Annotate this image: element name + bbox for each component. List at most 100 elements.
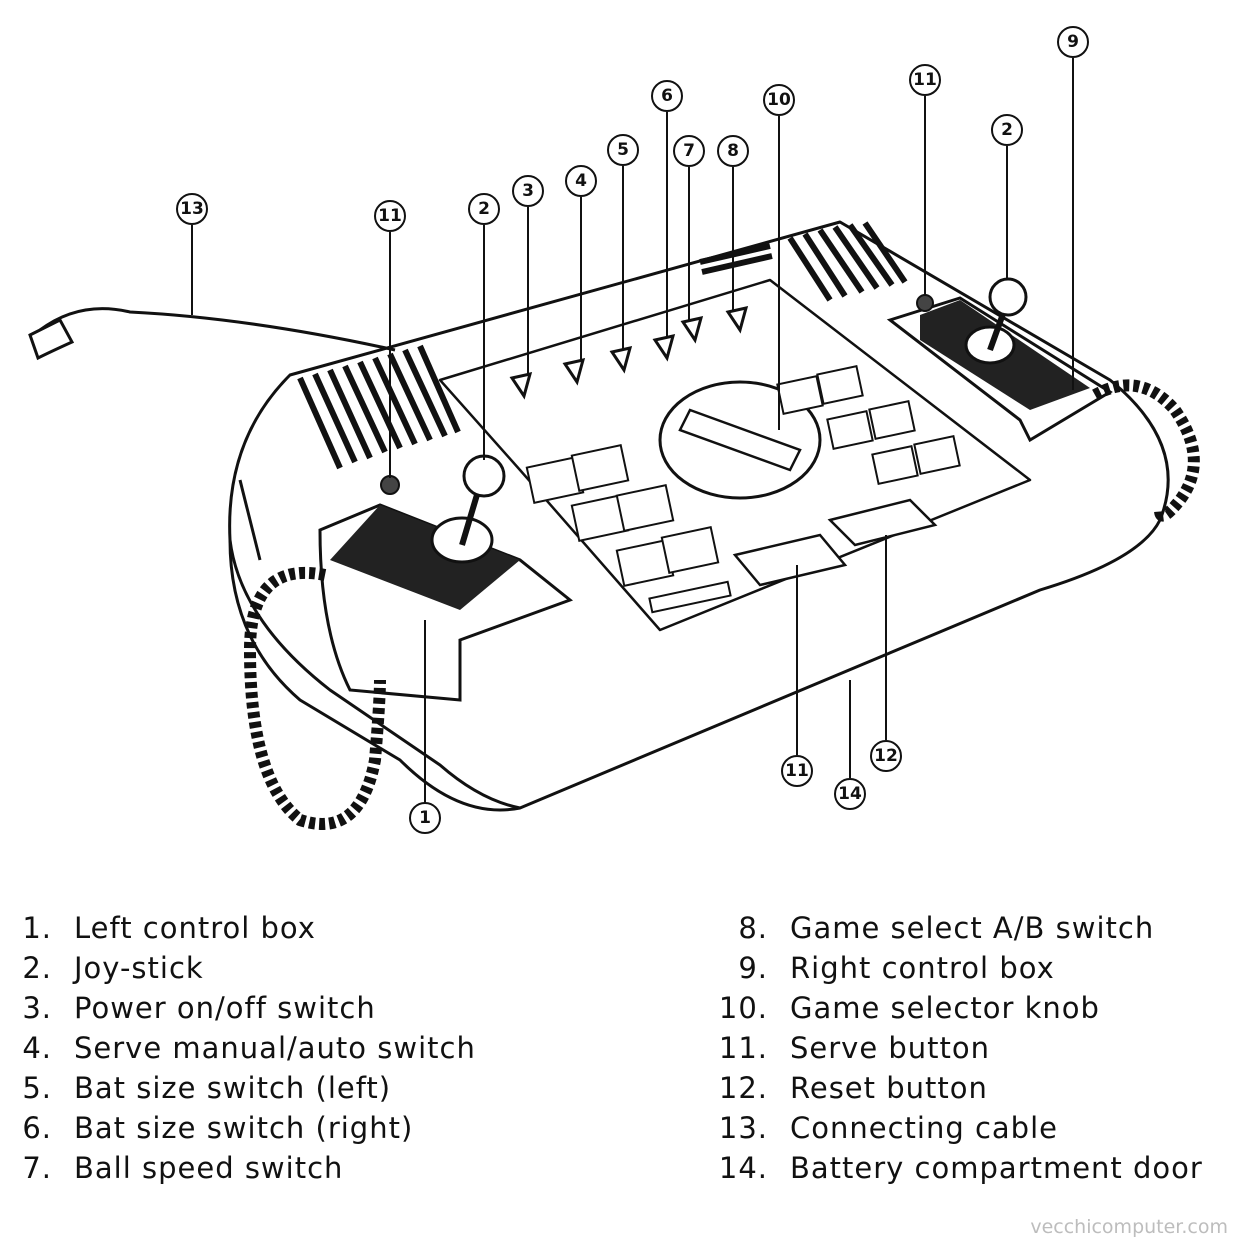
callout-13: 13 <box>176 193 208 225</box>
legend-number: 13. <box>718 1111 768 1145</box>
svg-text:1: 1 <box>419 808 431 828</box>
svg-text:11: 11 <box>913 70 937 90</box>
left-joystick-knob[interactable] <box>462 454 506 498</box>
callout-1: 1 <box>409 802 441 834</box>
left-coiled-cord <box>243 566 386 830</box>
svg-text:2: 2 <box>1001 120 1013 140</box>
game-ab-switch[interactable] <box>725 305 749 334</box>
legend-item: 7. Ball speed switch <box>20 1148 476 1188</box>
svg-text:2: 2 <box>478 199 490 219</box>
bat-size-right-switch[interactable] <box>652 333 676 362</box>
callout-11-left: 11 <box>374 200 406 232</box>
legend-item: 14. Battery compartment door <box>712 1148 1203 1188</box>
callout-2-left: 2 <box>468 193 500 225</box>
legend-item: 8. Game select A/B switch <box>712 908 1203 948</box>
callout-14: 14 <box>834 778 866 810</box>
svg-text:11: 11 <box>378 206 402 226</box>
legend-label: Reset button <box>790 1071 988 1105</box>
ball-speed-switch[interactable] <box>680 315 704 344</box>
bat-size-left-switch[interactable] <box>609 345 633 374</box>
svg-text:6: 6 <box>661 86 673 106</box>
callout-12: 12 <box>870 740 902 772</box>
callout-11-right: 11 <box>909 64 941 96</box>
legend-number: 12. <box>718 1071 768 1105</box>
game-cards <box>525 364 961 614</box>
legend-label: Battery compartment door <box>790 1151 1203 1185</box>
legend-number: 14. <box>718 1151 768 1185</box>
switch-row <box>509 305 749 400</box>
legend-item: 3. Power on/off switch <box>20 988 476 1028</box>
leader-lines <box>191 58 1074 803</box>
legend-number: 4. <box>22 1031 52 1065</box>
legend-label: Connecting cable <box>790 1111 1058 1145</box>
right-serve-button[interactable] <box>916 294 934 312</box>
right-coiled-cord <box>1092 379 1200 522</box>
legend-item: 4. Serve manual/auto switch <box>20 1028 476 1068</box>
legend-right-column: 8. Game select A/B switch 9. Right control… <box>712 908 1203 1188</box>
left-vent-grille <box>297 344 461 470</box>
svg-text:4: 4 <box>575 171 587 191</box>
callout-4: 4 <box>565 165 597 197</box>
console-diagram: 1 2 2 3 4 5 6 7 8 9 10 11 11 11 12 13 14 <box>28 26 1200 834</box>
legend-label: Power on/off switch <box>74 991 376 1025</box>
serve-mode-switch[interactable] <box>562 357 586 386</box>
legend-number: 7. <box>22 1151 52 1185</box>
legend-number: 6. <box>22 1111 52 1145</box>
svg-text:9: 9 <box>1067 32 1079 52</box>
left-control-box <box>318 454 574 702</box>
svg-text:3: 3 <box>522 181 534 201</box>
legend-label: Right control box <box>790 951 1055 985</box>
legend-item: 2.Joy-stick <box>20 948 476 988</box>
callout-8: 8 <box>717 135 749 167</box>
right-joystick-knob[interactable] <box>988 277 1028 317</box>
serve-button[interactable] <box>732 533 848 587</box>
svg-text:13: 13 <box>180 199 204 219</box>
legend-number: 11. <box>718 1031 768 1065</box>
svg-text:10: 10 <box>767 90 791 110</box>
legend-label: Game selector knob <box>790 991 1100 1025</box>
callout-10: 10 <box>763 84 795 116</box>
legend-number: 1. <box>22 911 52 945</box>
legend-item: 1. Left control box <box>20 908 476 948</box>
legend-label: Game select A/B switch <box>790 911 1155 945</box>
right-vent-grille <box>699 221 908 302</box>
svg-text:11: 11 <box>785 761 809 781</box>
legend-item: 6. Bat size switch (right) <box>20 1108 476 1148</box>
legend-label: Serve manual/auto switch <box>74 1031 476 1065</box>
legend-number: 9. <box>738 951 768 985</box>
svg-text:12: 12 <box>874 746 898 766</box>
legend-label: Ball speed switch <box>74 1151 344 1185</box>
callout-7: 7 <box>673 135 705 167</box>
legend-label: Bat size switch (right) <box>74 1111 414 1145</box>
legend-number: 10. <box>718 991 768 1025</box>
callout-2-right: 2 <box>991 114 1023 146</box>
callout-6: 6 <box>651 80 683 112</box>
legend-label: Bat size switch (left) <box>74 1071 392 1105</box>
legend-label: Serve button <box>790 1031 991 1065</box>
legend-item: 5. Bat size switch (left) <box>20 1068 476 1108</box>
svg-text:7: 7 <box>683 141 695 161</box>
legend-item: 11. Serve button <box>712 1028 1203 1068</box>
left-serve-button[interactable] <box>380 475 400 495</box>
legend-number: 8. <box>738 911 768 945</box>
right-control-box <box>886 277 1113 443</box>
svg-text:5: 5 <box>617 140 629 160</box>
callout-9: 9 <box>1057 26 1089 58</box>
power-switch[interactable] <box>509 371 533 400</box>
reset-button[interactable] <box>827 498 938 547</box>
legend-number: 3. <box>22 991 52 1025</box>
panel-buttons <box>732 498 938 587</box>
legend-item: 9. Right control box <box>712 948 1203 988</box>
svg-text:8: 8 <box>727 141 739 161</box>
watermark: vecchicomputer.com <box>1030 1216 1228 1238</box>
legend-item: 10. Game selector knob <box>712 988 1203 1028</box>
callout-3: 3 <box>512 175 544 207</box>
legend-item: 12. Reset button <box>712 1068 1203 1108</box>
legend-label: Left control box <box>74 911 316 945</box>
callout-5: 5 <box>607 134 639 166</box>
legend-number: 2. <box>22 951 52 985</box>
callout-11-bottom: 11 <box>781 755 813 787</box>
legend-number: 5. <box>22 1071 52 1105</box>
legend-item: 13. Connecting cable <box>712 1108 1203 1148</box>
svg-text:14: 14 <box>838 784 862 804</box>
